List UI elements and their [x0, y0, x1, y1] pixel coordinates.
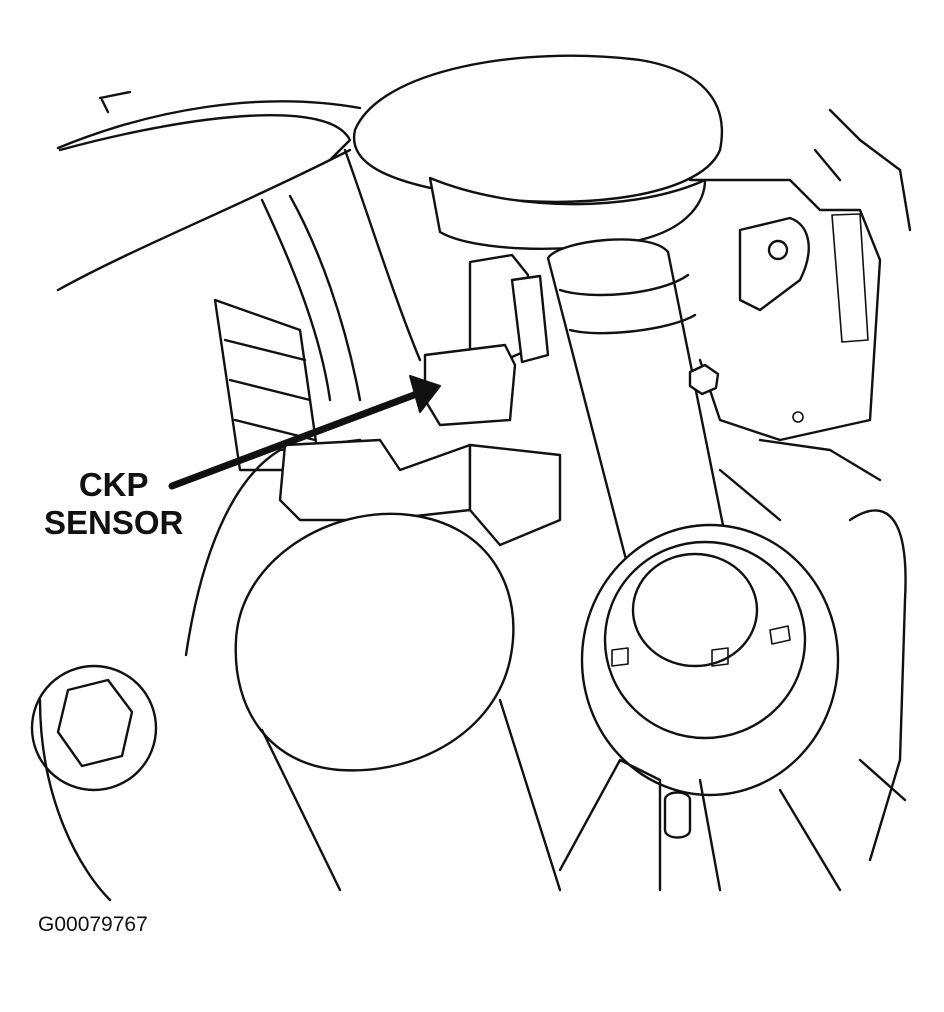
housing-outline-top: [56, 90, 362, 150]
left-lower-flange: [184, 438, 362, 657]
tensioner-arm: [738, 216, 810, 312]
callout-arrow-shaft: [168, 388, 426, 490]
right-block-edge: [813, 108, 912, 232]
right-bolt-slots: [831, 213, 869, 343]
shaft-housing-lower: [428, 176, 707, 251]
sensor-mount-bracket: [278, 438, 472, 522]
tensioner-pivot: [767, 239, 789, 261]
sensor-bracket-block: [468, 443, 562, 547]
shaft-bolt: [688, 363, 720, 396]
left-housing-wall: [260, 148, 422, 402]
oil-filter: [234, 512, 515, 772]
housing-outline-left: [56, 148, 352, 292]
pulley-hub: [631, 552, 759, 668]
upper-bracket: [58, 113, 352, 162]
figure-id: G00079767: [38, 913, 148, 936]
right-small-hole: [792, 411, 804, 423]
ckp-label-line2: SENSOR: [44, 504, 184, 541]
oil-filter-body: [260, 698, 562, 892]
left-bolt-washer: [30, 664, 158, 792]
callout-arrowhead: [409, 375, 441, 413]
ckp-label-line1: CKP: [78, 466, 149, 503]
pulley-inner: [603, 540, 807, 740]
right-upper-bracket: [688, 178, 882, 442]
pulley-outer: [580, 523, 840, 797]
left-bolt-lower-curve: [38, 698, 112, 902]
left-bolt-hex: [56, 678, 134, 768]
right-lower-housing: [848, 509, 907, 862]
lower-bolt: [663, 791, 692, 839]
lower-frame: [558, 758, 907, 892]
shaft-collar: [558, 273, 697, 335]
right-mid-housing: [718, 438, 882, 522]
ckp-sensor-connector: [510, 274, 550, 364]
shaft-housing-top: [352, 54, 724, 204]
ckp-sensor-label: CKP SENSOR: [44, 466, 183, 542]
pulley-tabs: [611, 625, 791, 667]
